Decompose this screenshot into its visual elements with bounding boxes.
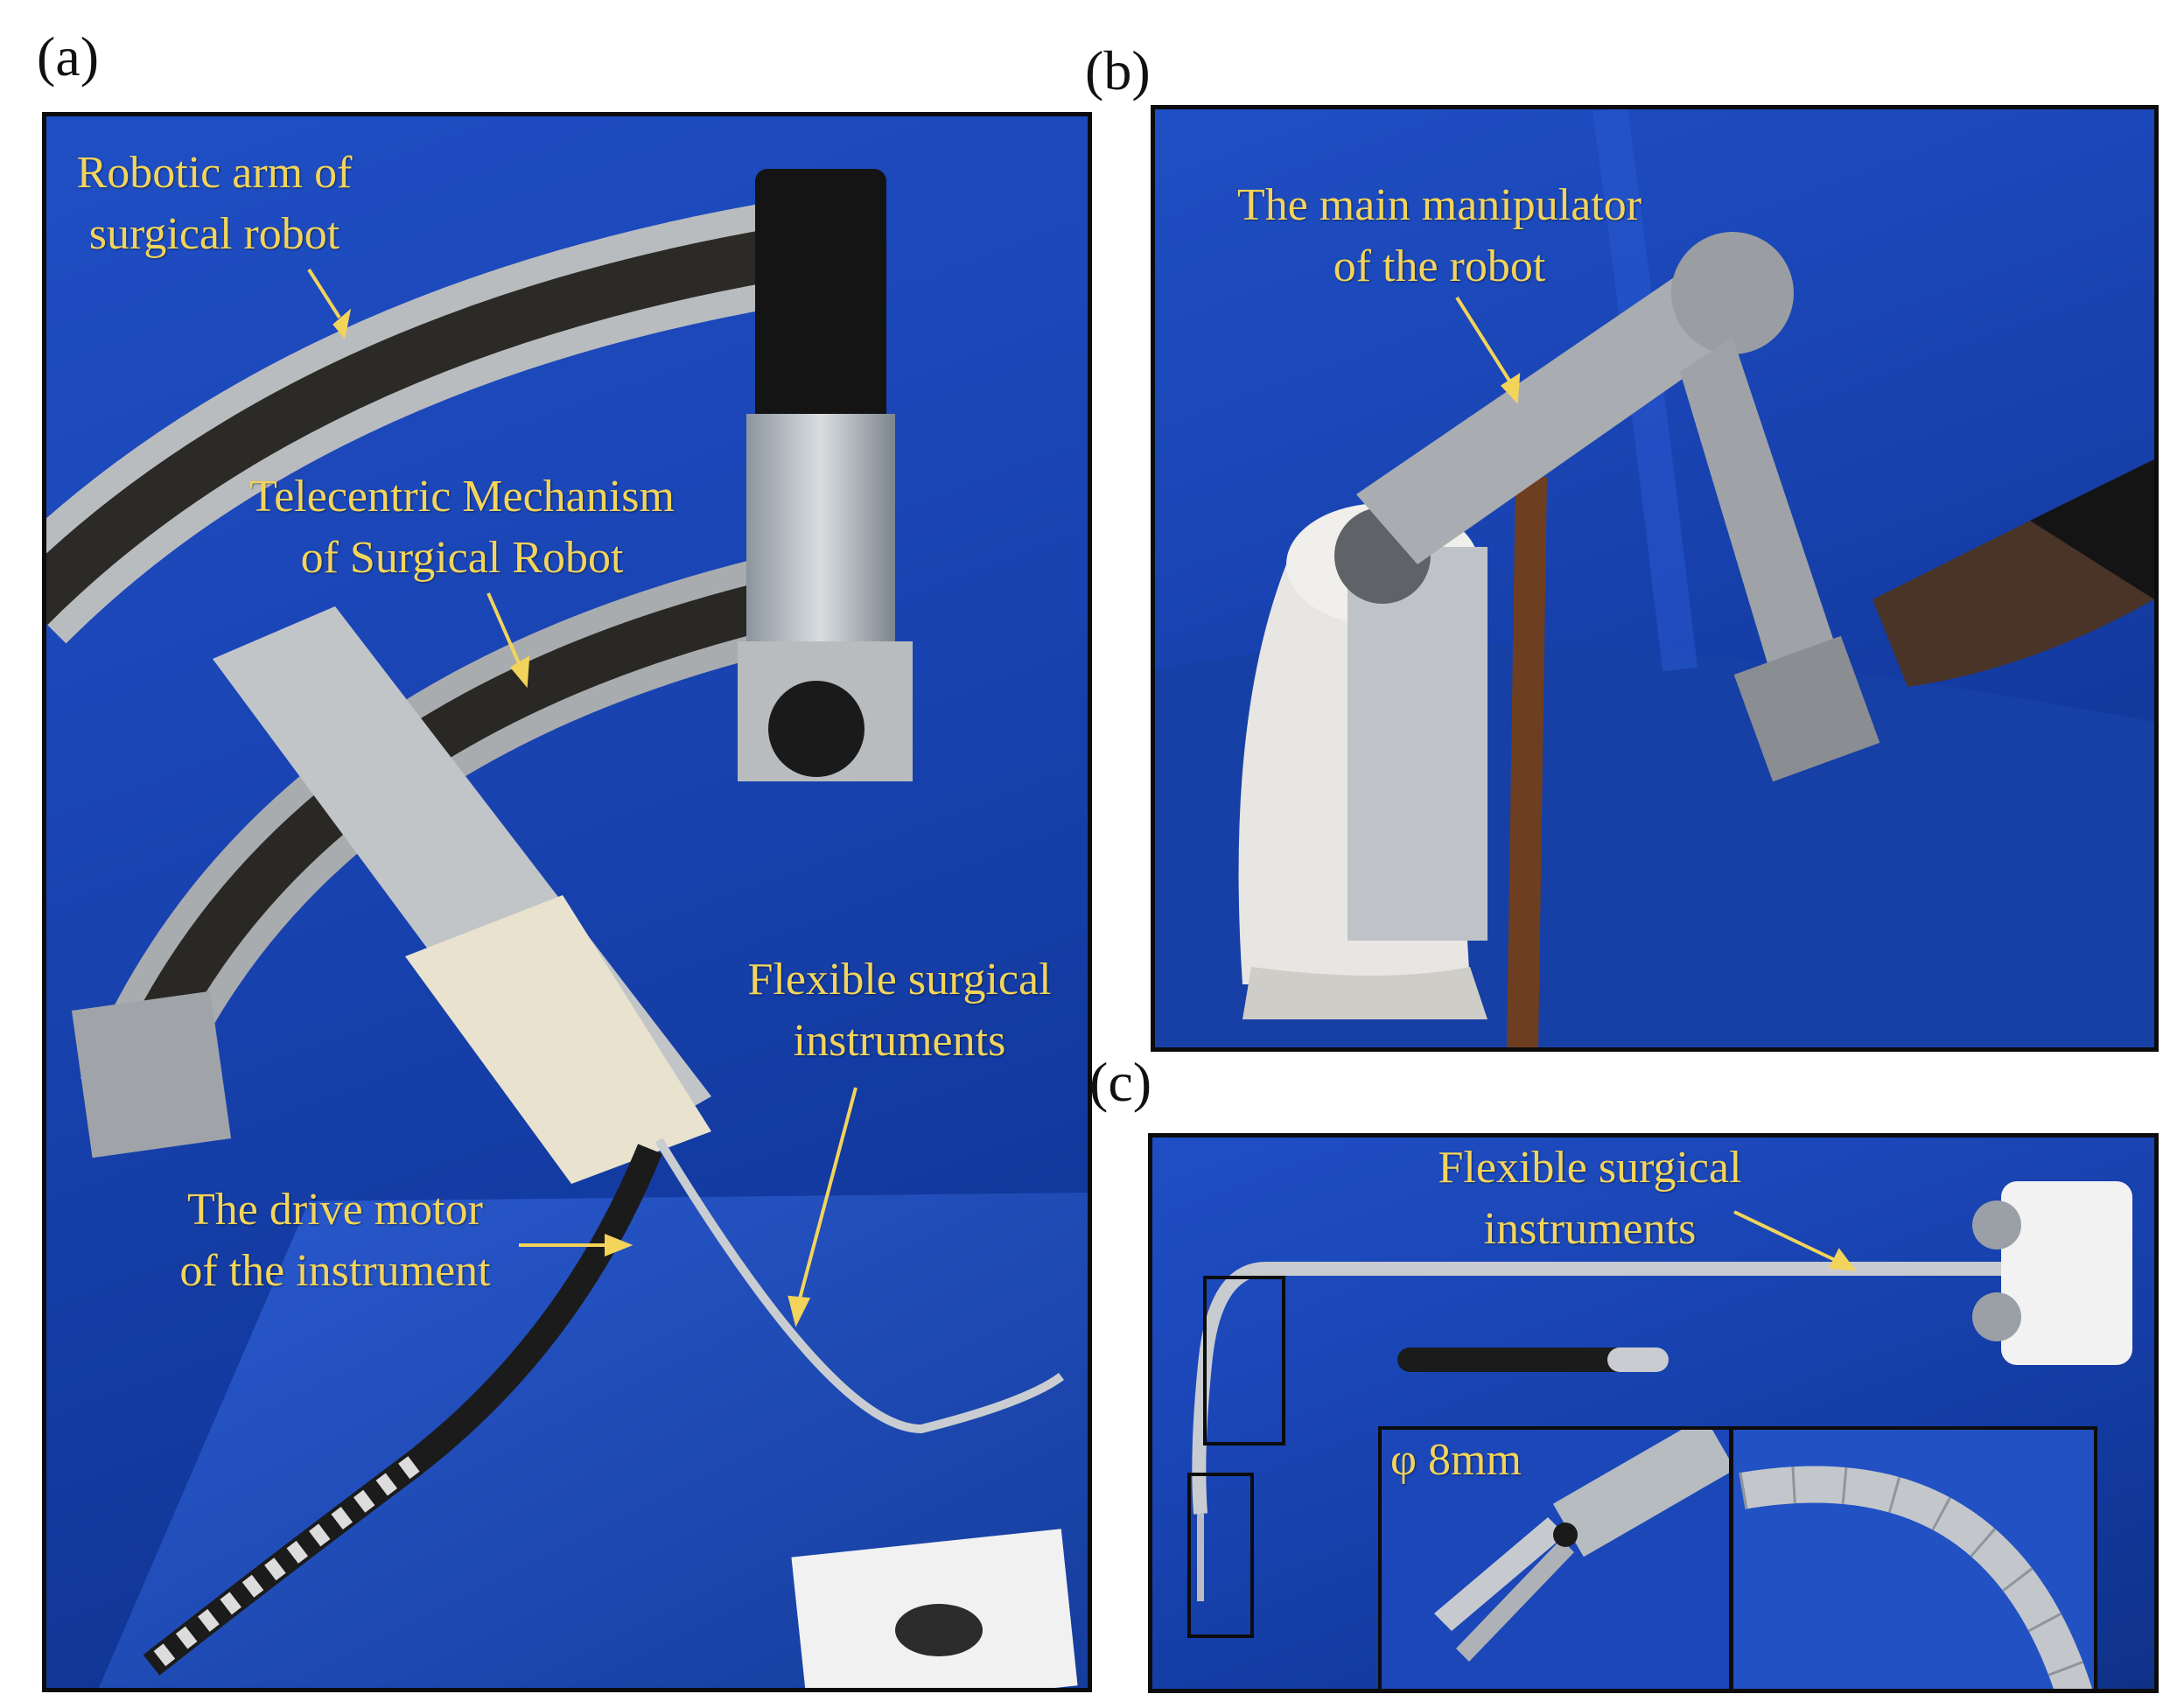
label-diameter: φ 8mm	[1390, 1435, 1522, 1485]
panel-b-photo: The main manipulator of the robot	[1151, 105, 2159, 1052]
panel-c-photo: φ 8mm Flexible surgical instruments	[1148, 1133, 2159, 1693]
wire-bundle	[1507, 476, 1547, 1047]
label-flexible-instruments-c: Flexible surgical instruments	[1438, 1143, 1742, 1254]
label-drive-motor: The drive motor of the instrument	[179, 1185, 491, 1296]
arrow-robotic-arm	[307, 268, 341, 319]
segments-closeup	[1739, 1466, 2093, 1689]
pen	[1397, 1348, 1669, 1372]
label-main-manipulator: The main manipulator of the robot	[1236, 180, 1642, 291]
label-flexible-instruments-a: Flexible surgical instruments	[747, 955, 1052, 1066]
box-gripper	[1187, 1473, 1254, 1638]
inset-bending-segments	[1730, 1426, 2097, 1689]
arm-link	[1356, 249, 1768, 564]
panel-a-letter: (a)	[37, 25, 100, 88]
arrow-telecentric	[486, 592, 521, 664]
top-motor	[755, 169, 886, 431]
arrow-flexible-c	[1733, 1210, 1836, 1262]
panel-a-scene	[46, 169, 1088, 1688]
arrow-main-manipulator	[1455, 296, 1511, 382]
box-bending-section	[1203, 1276, 1285, 1446]
panel-b-scene	[1155, 109, 2154, 1047]
label-robotic-arm: Robotic arm of surgical robot	[76, 148, 353, 259]
panel-c-letter: (c)	[1089, 1051, 1152, 1113]
gripper-closeup	[1434, 1430, 1729, 1662]
panel-b-letter: (b)	[1085, 39, 1151, 102]
flexible-rod	[654, 1138, 1064, 1434]
arrow-flexible	[797, 1087, 858, 1303]
inset-gripper: φ 8mm	[1378, 1426, 1732, 1689]
panel-c-scene	[1187, 1181, 2132, 1638]
instrument-handle	[2001, 1181, 2132, 1365]
panel-a-photo: Robotic arm of surgical robot Telecentri…	[42, 112, 1092, 1692]
label-telecentric-mechanism: Telecentric Mechanism of Surgical Robot	[249, 472, 675, 583]
